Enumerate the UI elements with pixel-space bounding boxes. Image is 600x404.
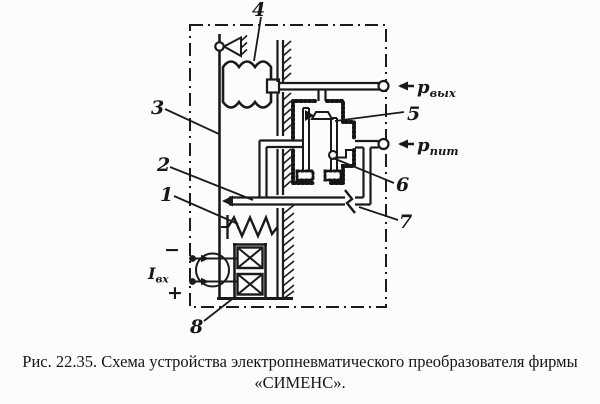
leader-1	[173, 195, 239, 225]
input-current-label: Iвх	[147, 264, 169, 286]
nozzle-pipe	[222, 139, 371, 214]
leader-4	[253, 16, 262, 62]
zero-spring	[221, 214, 279, 240]
plunger-foot-right	[323, 169, 343, 182]
bellows-nipple	[265, 78, 281, 94]
polarity-plus: +	[167, 282, 183, 304]
leader-7	[358, 206, 399, 221]
supply-port-arrow	[398, 139, 414, 149]
leader-5	[334, 111, 405, 122]
leader-8	[203, 295, 237, 322]
plunger-foot-left	[295, 169, 315, 182]
spring-zigzag	[226, 214, 279, 240]
port-label-output: рвых	[417, 77, 456, 100]
leader-2	[169, 166, 254, 201]
schematic-figure: рвых рпит	[147, 0, 458, 338]
supply-pipe	[355, 137, 390, 205]
supply-port-circle	[377, 137, 390, 151]
left-arrow-icon	[398, 139, 408, 149]
terminal-dot-plus	[189, 278, 196, 285]
coil-assembly	[217, 243, 293, 300]
part-label-5: 5	[407, 103, 420, 125]
output-port-circle	[377, 79, 390, 93]
caption-line-1: Рис. 22.35. Схема устройства электропнев…	[22, 352, 578, 371]
leader-3	[164, 108, 220, 135]
input-terminals	[189, 252, 238, 288]
part-label-8: 8	[189, 316, 203, 338]
relay-valve-block	[291, 99, 356, 185]
port-label-supply: рпит	[417, 135, 458, 158]
output-pipe	[279, 79, 390, 101]
valve-ball	[328, 150, 338, 160]
left-arrow-icon	[398, 81, 408, 91]
figure-caption: Рис. 22.35. Схема устройства электропнев…	[0, 351, 600, 393]
leader-lines	[164, 16, 405, 322]
enclosure-dashdot-border	[189, 24, 387, 308]
part-label-7: 7	[399, 211, 412, 233]
part-label-2: 2	[156, 154, 170, 176]
part-label-4: 4	[252, 0, 265, 21]
part-label-1: 1	[160, 184, 173, 206]
leader-6	[332, 157, 395, 184]
part-label-6: 6	[396, 174, 409, 196]
lead-loop	[195, 252, 230, 288]
feedback-bellows	[221, 60, 281, 109]
restrictor-symbol	[344, 189, 356, 214]
valve-nozzle-cap	[310, 111, 334, 120]
current-arrow-icon	[201, 254, 209, 263]
terminal-dot-minus	[189, 255, 196, 262]
part-label-3: 3	[151, 97, 164, 119]
nozzle-arrow-icon	[222, 195, 233, 207]
polarity-minus: −	[164, 239, 180, 261]
flapper-triangle-icon	[305, 110, 314, 121]
pivot-support-icon	[221, 35, 242, 58]
caption-line-2: «СИМЕНС».	[254, 373, 346, 392]
output-port-arrow	[398, 81, 414, 91]
current-arrow-icon	[201, 277, 209, 286]
